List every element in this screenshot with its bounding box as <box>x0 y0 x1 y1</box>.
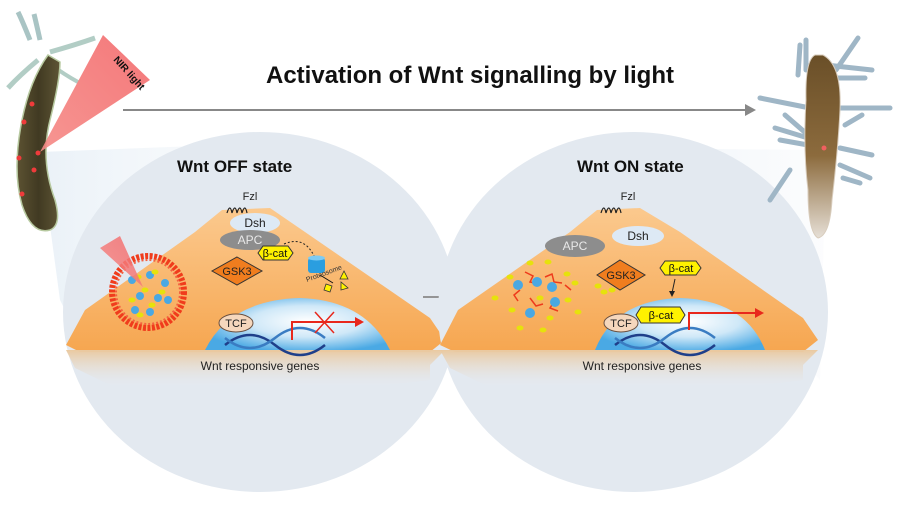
fzl-label: Fzl <box>621 191 636 203</box>
fzl-receptor-icon <box>600 207 622 214</box>
cell-floor-shadow <box>440 350 818 385</box>
beta-cat-label: β-cat <box>669 263 694 275</box>
beta-cat-nuclear-node <box>635 306 686 324</box>
apc-node <box>220 230 280 250</box>
apc-label: APC <box>563 239 588 253</box>
panel-wnt-on: TCF β-cat Fzl Dsh APC β-cat GSK3 <box>438 132 828 492</box>
beta-cat-nuclear-label: β-cat <box>649 310 674 322</box>
dsh-node <box>230 213 280 233</box>
dna-helix <box>224 326 326 357</box>
fzl-label: Fzl <box>243 191 258 203</box>
translocation-arrow <box>671 278 676 294</box>
apc-label: APC <box>238 233 263 247</box>
tcf-label: TCF <box>225 318 247 330</box>
nanoparticle-cluster-released <box>491 259 616 333</box>
hydra-before-image <box>6 10 96 232</box>
panel-title-off: Wnt OFF state <box>177 157 293 176</box>
nucleus <box>205 298 390 350</box>
tcf-node <box>603 313 639 333</box>
hydra-after-image <box>757 35 893 239</box>
figure-title: Activation of Wnt signalling by light <box>266 62 674 89</box>
degradation-arrow <box>319 274 334 284</box>
proteosome-icon <box>308 258 325 273</box>
fzl-receptor-icon <box>226 207 248 214</box>
activation-arrow <box>123 104 756 116</box>
gsk3-node <box>596 259 646 291</box>
transcription-arrow-active <box>688 308 764 330</box>
beta-cat-node <box>257 245 294 261</box>
dsh-node <box>612 226 664 246</box>
gsk3-node <box>210 256 264 286</box>
fragment-icon <box>339 270 349 280</box>
panel-footer-label: Wnt responsive genes <box>583 359 702 373</box>
panel-footer-label: Wnt responsive genes <box>201 359 320 373</box>
gsk3-label: GSK3 <box>222 266 251 278</box>
gsk3-label: GSK3 <box>606 270 635 282</box>
beta-cat-node <box>659 260 702 276</box>
panel-wnt-off: TCF Fzl Dsh APC β-cat GSK3 Proteosome <box>63 132 457 492</box>
dsh-label: Dsh <box>627 229 648 243</box>
nir-light-beam-cell <box>100 236 143 287</box>
transcription-arrow-blocked <box>291 311 364 340</box>
cell-floor-shadow <box>66 350 445 385</box>
panel-title-on: Wnt ON state <box>577 157 684 176</box>
beta-cat-label: β-cat <box>263 248 288 260</box>
tcf-label: TCF <box>610 318 632 330</box>
tcf-node <box>218 313 254 333</box>
dsh-label: Dsh <box>244 216 265 230</box>
block-x-icon <box>314 311 335 334</box>
dna-helix <box>614 326 716 357</box>
fragment-icon <box>323 283 333 293</box>
nanoparticle-cluster-intact <box>109 253 187 331</box>
apc-node <box>545 235 605 257</box>
nucleus <box>595 298 765 350</box>
fragment-icon <box>340 281 349 291</box>
